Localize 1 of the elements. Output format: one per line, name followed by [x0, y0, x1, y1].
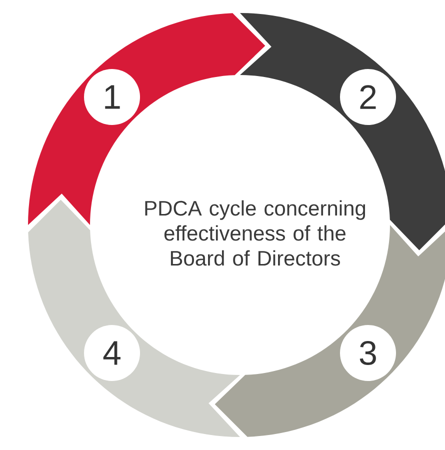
center-text: PDCA cycle concerning effectiveness of the Board of Directors [145, 200, 366, 266]
